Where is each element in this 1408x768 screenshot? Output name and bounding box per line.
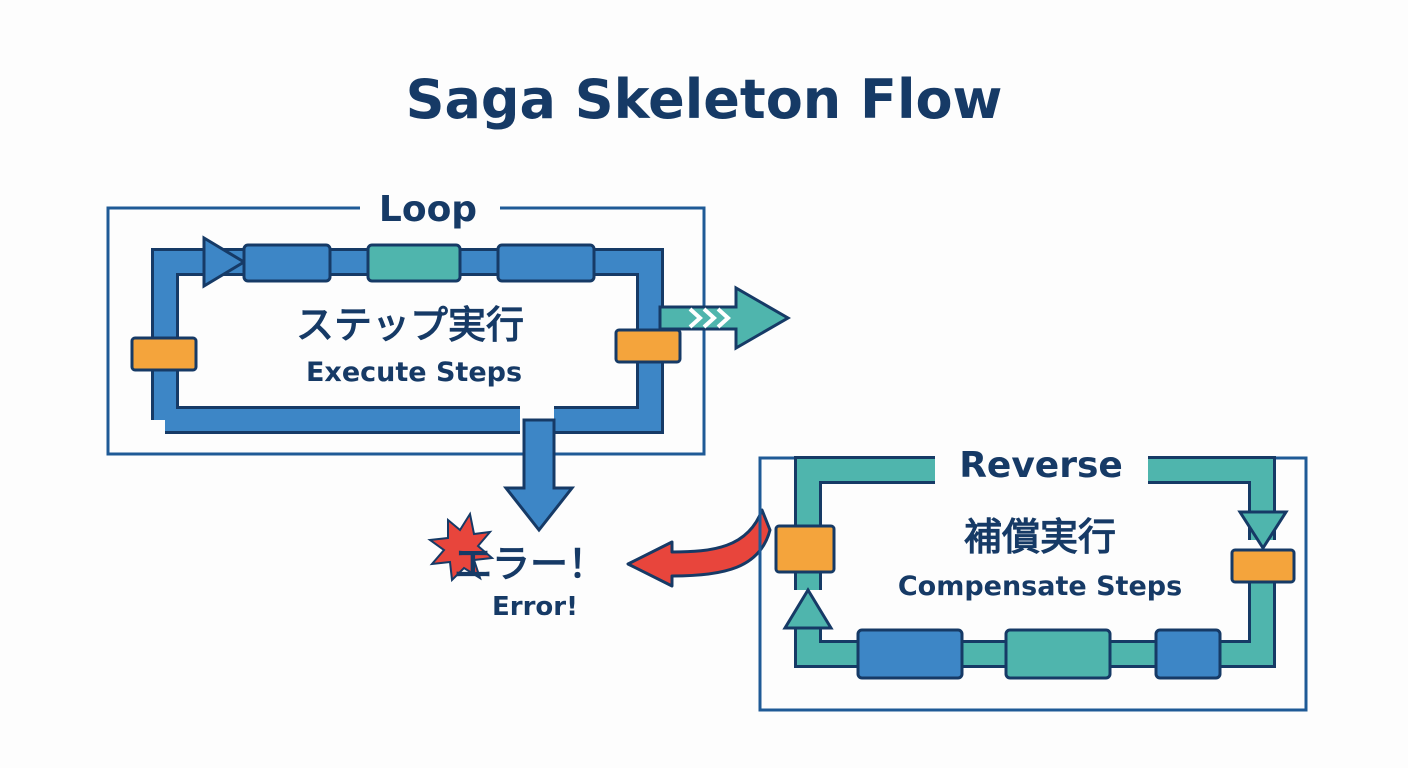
loop-en-text: Execute Steps [306,357,522,388]
burst-icon [427,511,495,583]
reverse-down-arrowhead [1237,510,1289,551]
loop-checkpoint-right [614,328,682,364]
loop-step-block-2 [366,243,462,283]
error-node: エラー！ Error! [427,511,606,622]
loop-jp-text: ステップ実行 [296,303,524,347]
reverse-en-text: Compensate Steps [898,571,1182,602]
reverse-box: Reverse 補償実行 Compensate Steps [758,445,1308,712]
loop-step-block-1 [242,243,332,283]
compensate-trigger-arrow [626,508,772,588]
loop-frame [106,206,706,456]
reverse-jp-text: 補償実行 [964,515,1116,559]
exit-arrow [658,285,792,351]
loop-step-block-3 [496,243,596,283]
loop-track [154,251,661,431]
error-down-arrow [502,418,576,533]
reverse-step-block-1 [856,628,964,680]
reverse-frame [758,456,1308,712]
error-jp-text: エラー！ [454,542,606,586]
loop-label: Loop [379,189,477,230]
loop-checkpoint-left [130,336,198,372]
reverse-label: Reverse [959,445,1123,486]
reverse-step-block-2 [1004,628,1112,680]
reverse-step-block-3 [1154,628,1222,680]
reverse-track-outline [794,456,1276,668]
error-en-text: Error! [492,592,578,622]
reverse-checkpoint-right [1230,548,1296,584]
diagram-title: Saga Skeleton Flow [406,68,1003,131]
reverse-track [797,459,1273,665]
reverse-checkpoint-left [774,524,836,574]
loop-box: Loop ステップ実行 Execute Steps [106,189,706,456]
loop-entry-arrowhead [202,235,247,289]
reverse-up-arrowhead [782,587,834,630]
